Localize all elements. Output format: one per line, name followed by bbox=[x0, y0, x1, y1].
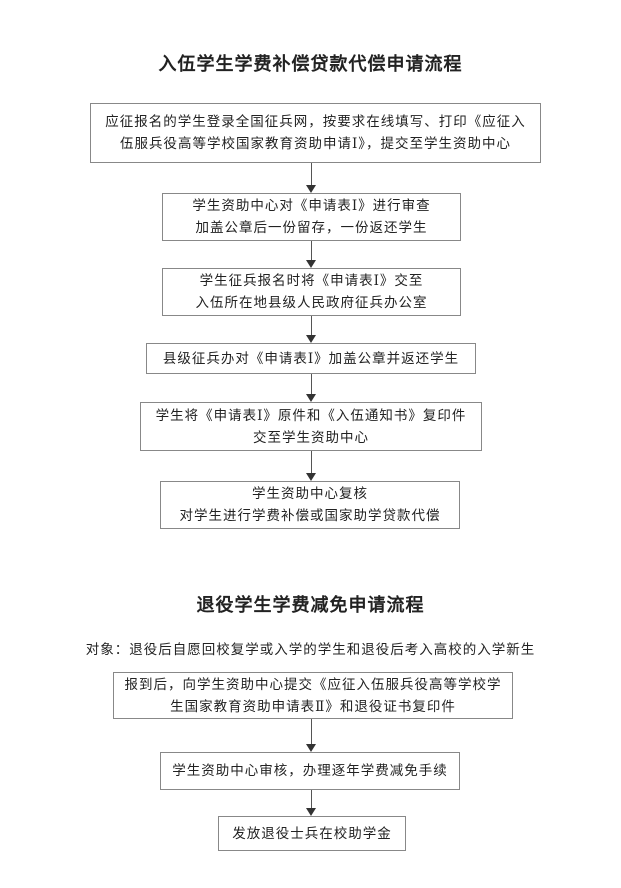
flow1-step-1: 应征报名的学生登录全国征兵网，按要求在线填写、打印《应征入 伍服兵役高等学校国家… bbox=[90, 103, 541, 163]
flow1-step-3: 学生征兵报名时将《申请表Ⅰ》交至 入伍所在地县级人民政府征兵办公室 bbox=[162, 268, 461, 316]
step-text: 学生征兵报名时将《申请表Ⅰ》交至 bbox=[199, 273, 424, 289]
step-text: 入伍所在地县级人民政府征兵办公室 bbox=[195, 295, 428, 311]
connector bbox=[311, 719, 312, 744]
step-text: 学生资助中心审核，办理逐年学费减免手续 bbox=[172, 763, 448, 779]
connector bbox=[311, 451, 312, 473]
step-text: 发放退役士兵在校助学金 bbox=[232, 825, 392, 842]
flow2-target: 对象：退役后自愿回校复学或入学的学生和退役后考入高校的入学新生 bbox=[85, 642, 536, 658]
step-text: 对学生进行学费补偿或国家助学贷款代偿 bbox=[179, 508, 441, 524]
step-text: 交至学生资助中心 bbox=[253, 429, 369, 446]
connector bbox=[311, 163, 312, 185]
connector bbox=[311, 241, 312, 260]
connector bbox=[311, 316, 312, 335]
step-text: 学生将《申请表Ⅰ》原件和《入伍通知书》复印件 bbox=[155, 407, 467, 424]
flow2-title: 退役学生学费减免申请流程 bbox=[196, 595, 425, 616]
step-text: 伍服兵役高等学校国家教育资助申请Ⅰ》，提交至学生资助中心 bbox=[119, 136, 512, 152]
step-text: 应征报名的学生登录全国征兵网，按要求在线填写、打印《应征入 bbox=[105, 114, 526, 130]
step-text: 报到后，向学生资助中心提交《应征入伍服兵役高等学校学 bbox=[124, 676, 502, 693]
connector bbox=[311, 374, 312, 394]
arrow-down-icon bbox=[306, 808, 316, 816]
step-text: 县级征兵办对《申请表Ⅰ》加盖公章并返还学生 bbox=[162, 350, 460, 367]
step-text: 学生资助中心复核 bbox=[252, 486, 368, 502]
flow2-step-3: 发放退役士兵在校助学金 bbox=[218, 816, 406, 851]
arrow-down-icon bbox=[306, 473, 316, 481]
step-text: 生国家教育资助申请表Ⅱ》和退役证书复印件 bbox=[170, 698, 456, 715]
flow1-step-4: 县级征兵办对《申请表Ⅰ》加盖公章并返还学生 bbox=[146, 343, 476, 374]
step-text: 加盖公章后一份留存，一份返还学生 bbox=[195, 220, 428, 236]
step-text: 学生资助中心对《申请表Ⅰ》进行审查 bbox=[192, 198, 431, 214]
flow1-step-6: 学生资助中心复核 对学生进行学费补偿或国家助学贷款代偿 bbox=[160, 481, 460, 529]
arrow-down-icon bbox=[306, 260, 316, 268]
connector bbox=[311, 790, 312, 808]
flow2-step-2: 学生资助中心审核，办理逐年学费减免手续 bbox=[160, 752, 460, 790]
flow1-step-5: 学生将《申请表Ⅰ》原件和《入伍通知书》复印件 交至学生资助中心 bbox=[140, 402, 482, 451]
arrow-down-icon bbox=[306, 335, 316, 343]
flow1-title: 入伍学生学费补偿贷款代偿申请流程 bbox=[158, 54, 463, 75]
arrow-down-icon bbox=[306, 744, 316, 752]
arrow-down-icon bbox=[306, 394, 316, 402]
flow2-step-1: 报到后，向学生资助中心提交《应征入伍服兵役高等学校学 生国家教育资助申请表Ⅱ》和… bbox=[113, 672, 513, 719]
flow1-step-2: 学生资助中心对《申请表Ⅰ》进行审查 加盖公章后一份留存，一份返还学生 bbox=[162, 193, 461, 241]
arrow-down-icon bbox=[306, 185, 316, 193]
